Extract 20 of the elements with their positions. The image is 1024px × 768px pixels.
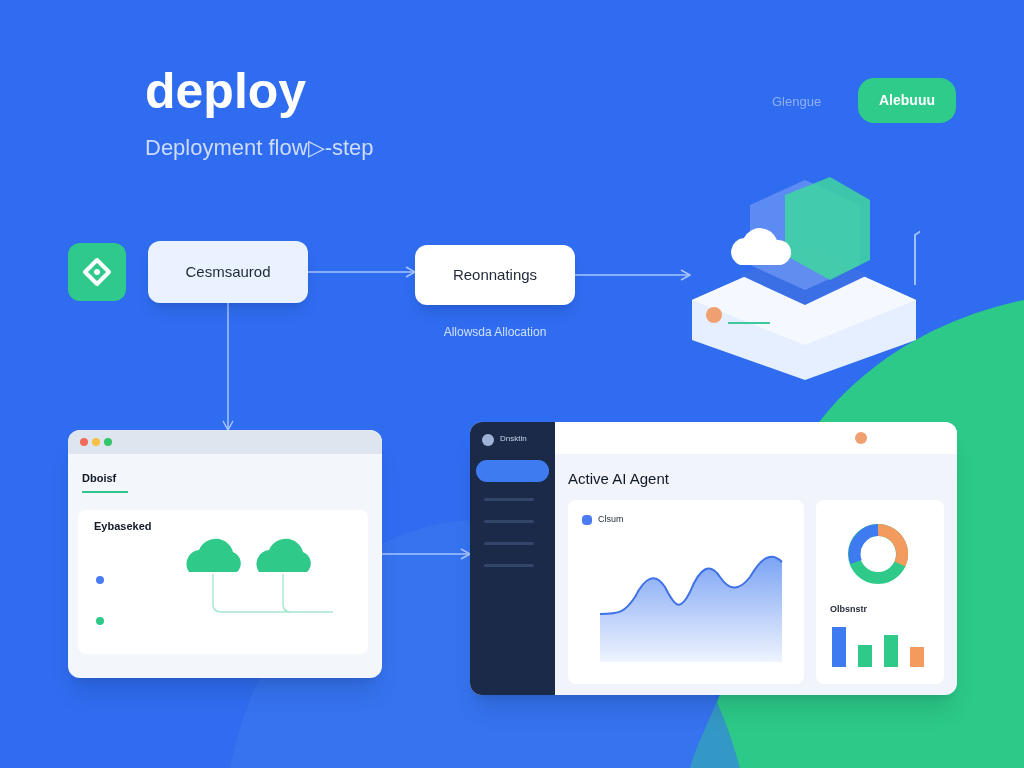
box-label: Reonnatings: [452, 264, 538, 285]
arrow: [307, 266, 416, 278]
tab-label: Dboisf: [82, 471, 118, 486]
title: deploy: [145, 66, 307, 116]
primary-button: Alebuuu: [858, 78, 956, 123]
dashboard-window: [470, 422, 957, 695]
arrow: [381, 548, 471, 560]
box-label: Cesmsaurod: [185, 261, 271, 282]
chart-title: Olbsnstr: [830, 603, 867, 616]
page-heading: Active AI Agent: [568, 469, 669, 489]
arrow: [574, 269, 691, 281]
step-caption: Allowsda Allocation: [443, 324, 547, 341]
sidebar-title: Dnsktin: [500, 433, 527, 445]
browser-window: [68, 430, 382, 678]
process-box: [148, 241, 308, 303]
arrow: [222, 302, 234, 431]
chart-title: Clsum: [598, 513, 624, 526]
subtitle: Deployment flow▷-step: [145, 134, 374, 162]
card-title: Eybaseked: [94, 519, 152, 534]
nav-link: Glengue: [772, 93, 822, 111]
